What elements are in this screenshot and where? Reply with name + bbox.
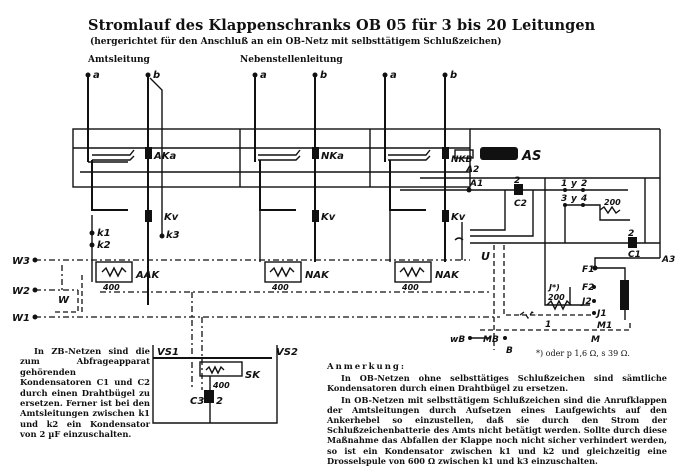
label-y-3: 3 bbox=[561, 194, 567, 204]
label-b: B bbox=[506, 346, 513, 356]
remark-heading: Anmerkung: bbox=[327, 362, 406, 372]
label-200: 200 bbox=[548, 293, 565, 302]
label-b: b bbox=[320, 70, 327, 81]
label-m: M bbox=[591, 335, 600, 345]
vs-block bbox=[152, 345, 278, 424]
label-400: 400 bbox=[271, 283, 289, 292]
label-200: 200 bbox=[604, 198, 621, 207]
label-vs1: VS1 bbox=[157, 347, 179, 358]
label-b: b bbox=[450, 70, 457, 81]
label-jx: J*) bbox=[547, 283, 560, 292]
label-cap2: 2 bbox=[628, 229, 634, 239]
remark-paragraph-2: In OB-Netzen mit selbsttätigem Schlußzei… bbox=[327, 394, 667, 466]
label-k1: k1 bbox=[97, 228, 111, 239]
ground-lines bbox=[32, 257, 507, 390]
label-c2: C2 bbox=[514, 199, 527, 209]
label-400: 400 bbox=[102, 283, 120, 292]
label-c1: C1 bbox=[628, 250, 641, 260]
nebenstelle-circuit-1 bbox=[252, 72, 319, 283]
label-nkb: NKB bbox=[451, 155, 473, 165]
label-1: 1 bbox=[545, 320, 551, 330]
note-zb-text: In ZB-Netzen sind die zum Abfrageapparat… bbox=[20, 346, 150, 440]
label-a3: A3 bbox=[661, 255, 675, 265]
label-w2: W2 bbox=[12, 286, 30, 297]
label-m1: M1 bbox=[597, 321, 612, 331]
label-nak: NAK bbox=[435, 270, 460, 281]
footnote: *) oder p 1,6 Ω, s 39 Ω. bbox=[536, 349, 630, 358]
label-a1: A1 bbox=[469, 179, 483, 189]
heading-amtsleitung: Amtsleitung bbox=[88, 55, 150, 65]
label-nka: NKa bbox=[321, 151, 344, 162]
label-b: b bbox=[153, 70, 160, 81]
remark-paragraph-1: In OB-Netzen ohne selbsttätiges Schlußze… bbox=[327, 373, 667, 394]
label-kv: Kv bbox=[451, 212, 466, 223]
nebenstelle-circuit-2 bbox=[382, 72, 518, 283]
label-f2: F2 bbox=[582, 283, 594, 293]
label-y: y bbox=[571, 194, 578, 204]
label-c3: C3 bbox=[190, 396, 204, 407]
label-j1: J1 bbox=[595, 309, 607, 319]
label-mb: MB bbox=[483, 335, 499, 345]
label-w: W bbox=[58, 295, 70, 306]
label-aka: AKa bbox=[153, 151, 176, 162]
label-j2: J2 bbox=[580, 297, 592, 307]
label-y-4: 4 bbox=[580, 194, 587, 204]
diagram-title: Stromlauf des Klappenschranks OB 05 für … bbox=[88, 17, 596, 34]
label-400: 400 bbox=[401, 283, 419, 292]
diagram-subtitle: (hergerichtet für den Anschluß an ein OB… bbox=[90, 37, 502, 47]
label-a: a bbox=[390, 70, 397, 81]
label-a: a bbox=[93, 70, 100, 81]
label-w3: W3 bbox=[12, 256, 30, 267]
label-w1: W1 bbox=[12, 313, 30, 324]
label-k2: k2 bbox=[97, 240, 111, 251]
label-aak: AAK bbox=[135, 270, 160, 281]
label-a2: A2 bbox=[465, 165, 479, 175]
label-cap2: 2 bbox=[216, 396, 223, 407]
label-nak: NAK bbox=[305, 270, 330, 281]
label-vs2: VS2 bbox=[276, 347, 298, 358]
label-k3: k3 bbox=[166, 230, 180, 241]
label-as: AS bbox=[521, 149, 541, 164]
amtsleitung-circuit bbox=[85, 72, 165, 305]
note-zb-netze: In ZB-Netzen sind die zum Abfrageapparat… bbox=[20, 346, 150, 440]
label-f1: F1 bbox=[582, 265, 594, 275]
label-kv: Kv bbox=[164, 212, 179, 223]
remark-block: Anmerkung: In OB-Netzen ohne selbsttätig… bbox=[327, 362, 667, 467]
label-y-2: 2 bbox=[581, 179, 587, 189]
label-u: U bbox=[481, 250, 490, 263]
label-kv: Kv bbox=[321, 212, 336, 223]
label-sk: SK bbox=[245, 370, 261, 381]
label-400: 400 bbox=[212, 381, 230, 390]
labels: a b a b a b AKa NKa NKB AS Kv Kv Kv k1 k… bbox=[12, 70, 675, 407]
label-wb: wB bbox=[450, 335, 465, 345]
heading-nebenstellenleitung: Nebenstellenleitung bbox=[240, 55, 343, 65]
label-y-1: 1 bbox=[561, 179, 567, 189]
label-y: y bbox=[571, 179, 578, 189]
label-cap2: 2 bbox=[514, 176, 520, 186]
label-a: a bbox=[260, 70, 267, 81]
operator-circuit bbox=[400, 177, 660, 350]
